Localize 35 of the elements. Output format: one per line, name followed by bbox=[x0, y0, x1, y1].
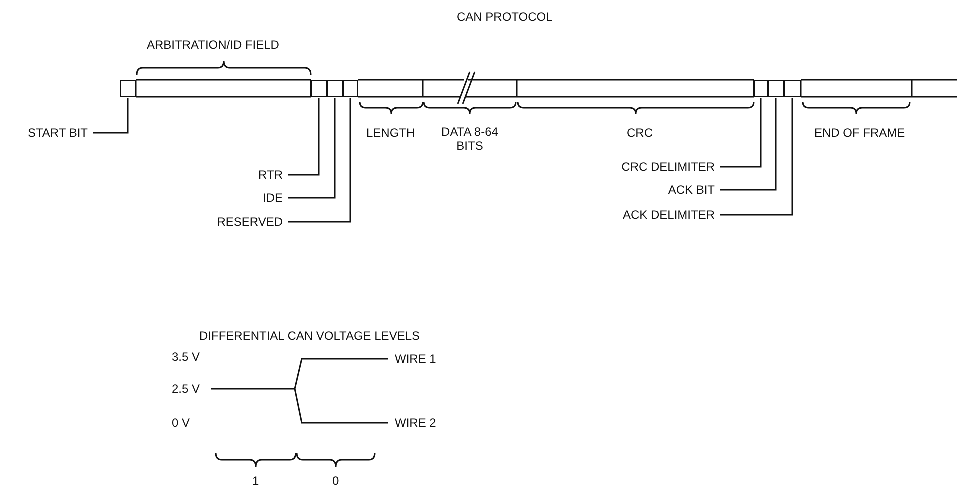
bit-cell bbox=[327, 80, 343, 97]
bit-value-label: 0 bbox=[332, 474, 340, 488]
wire-label: WIRE 2 bbox=[395, 416, 436, 430]
field-label: ACK BIT bbox=[668, 183, 715, 197]
diagram-title: CAN PROTOCOL bbox=[457, 10, 553, 24]
wire-label: WIRE 1 bbox=[395, 352, 436, 366]
bit-cell bbox=[754, 80, 768, 97]
leader-line bbox=[93, 98, 129, 134]
bit-cell bbox=[311, 80, 327, 97]
leader-line bbox=[720, 98, 777, 191]
field-label: START BIT bbox=[28, 126, 88, 140]
bit-value-label: 1 bbox=[252, 474, 260, 488]
leader-line bbox=[288, 98, 320, 176]
brace-label: LENGTH bbox=[366, 126, 416, 140]
field-label: CRC DELIMITER bbox=[622, 160, 715, 174]
field-label: IDE bbox=[262, 191, 283, 205]
bit-cell bbox=[768, 80, 784, 97]
leader-line bbox=[288, 98, 336, 199]
bit-cell bbox=[784, 80, 801, 97]
voltage-label: 0 V bbox=[172, 416, 190, 430]
section-title: DIFFERENTIAL CAN VOLTAGE LEVELS bbox=[200, 329, 420, 343]
field-label: RESERVED bbox=[217, 215, 283, 229]
voltage-label: 2.5 V bbox=[172, 382, 200, 396]
leader-line bbox=[720, 98, 794, 216]
brace-label: END OF FRAME bbox=[814, 126, 906, 140]
leader-line bbox=[720, 98, 762, 168]
brace-label: DATA 8-64 BITS bbox=[440, 125, 500, 153]
leader-line bbox=[288, 98, 352, 223]
voltage-label: 3.5 V bbox=[172, 350, 200, 364]
field-label: ACK DELIMITER bbox=[622, 208, 715, 222]
brace-label: CRC bbox=[627, 126, 653, 140]
bit-cell bbox=[120, 80, 136, 97]
brace-label: ARBITRATION/ID FIELD bbox=[147, 38, 280, 52]
field-label: RTR bbox=[258, 168, 283, 182]
bit-cell bbox=[343, 80, 358, 97]
